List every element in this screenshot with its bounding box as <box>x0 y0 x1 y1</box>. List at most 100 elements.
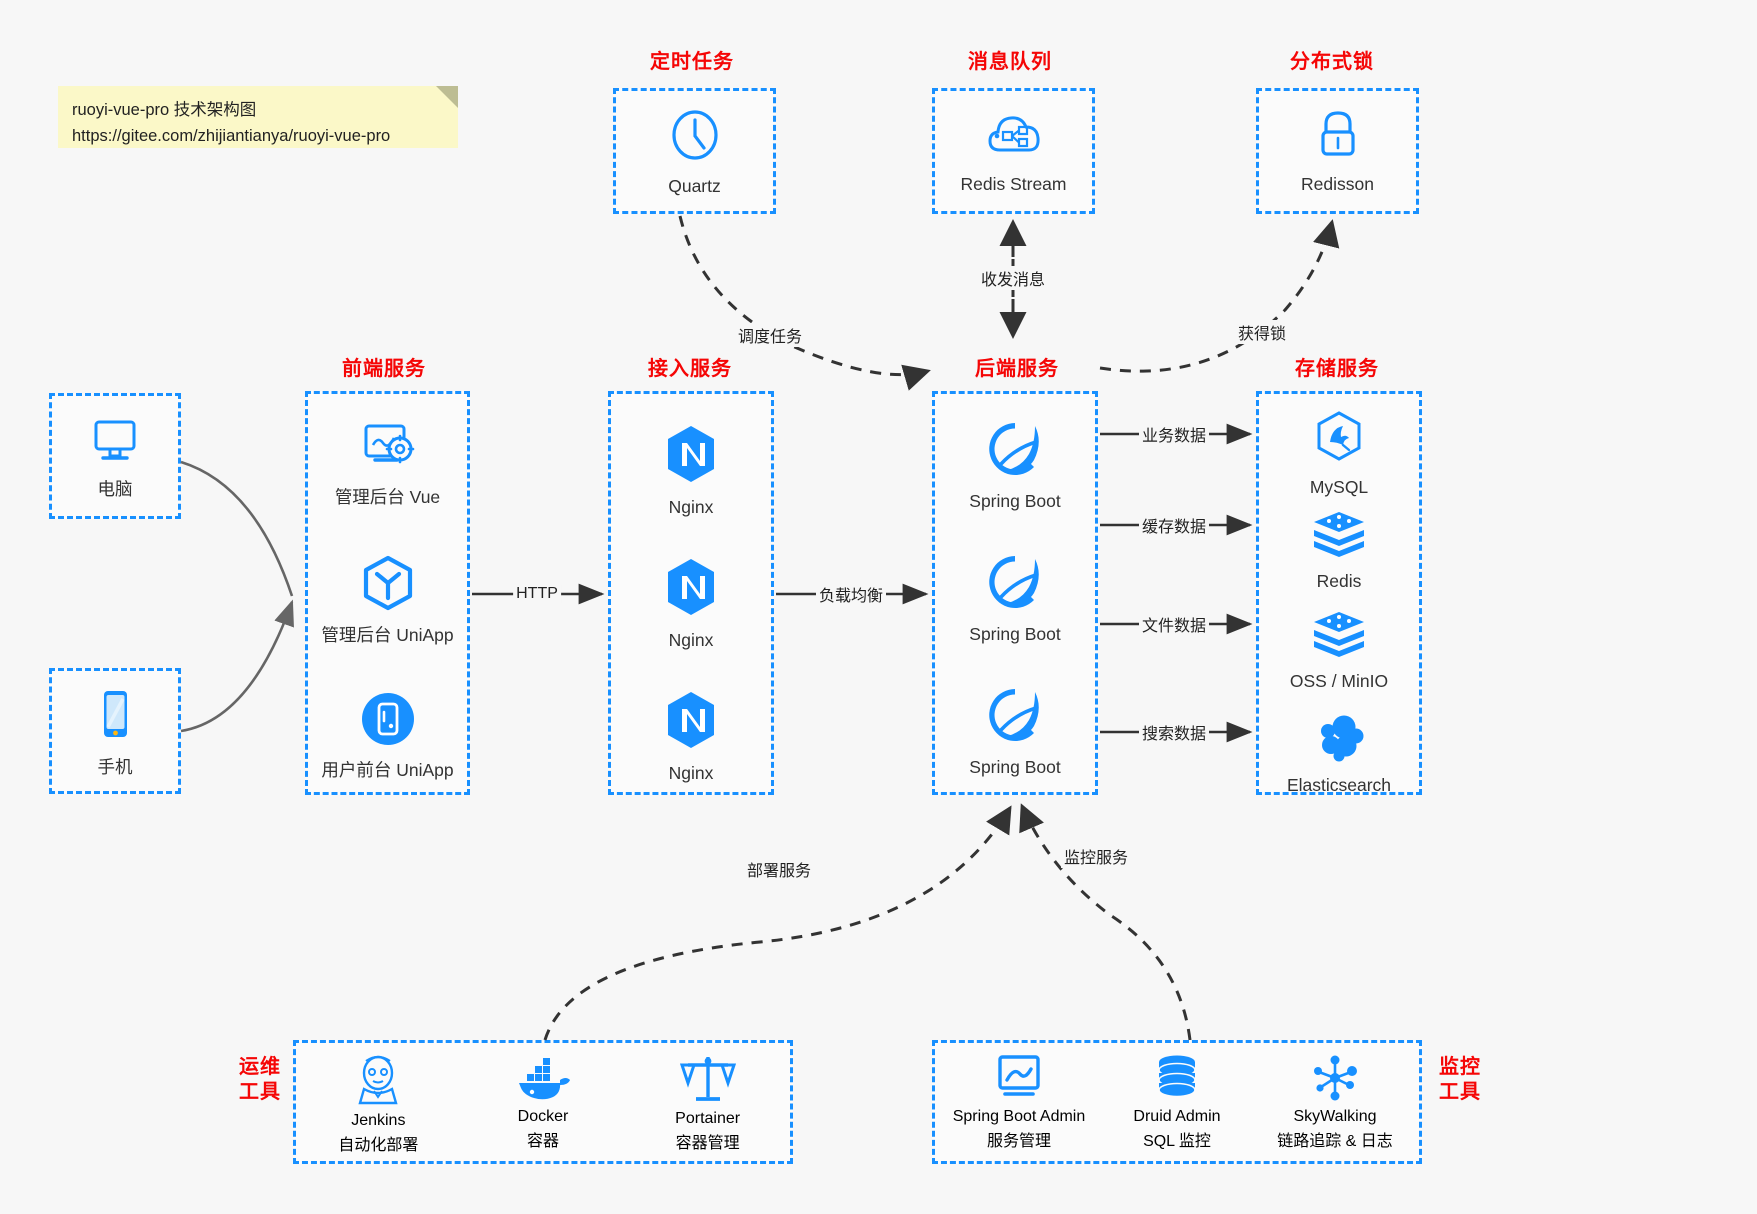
spring-boot-icon <box>986 686 1044 749</box>
node-oss-minio[interactable]: OSS / MinIO <box>1259 610 1419 694</box>
node-label: Redisson <box>1301 174 1374 194</box>
mysql-icon <box>1313 410 1365 469</box>
node-nginx-3[interactable]: Nginx <box>611 690 771 786</box>
spring-boot-icon <box>986 420 1044 483</box>
node-spring-boot-admin[interactable]: Spring Boot Admin 服务管理 <box>939 1053 1099 1151</box>
node-label: Jenkins <box>351 1112 406 1129</box>
group-title-gateway: 接入服务 <box>648 358 732 380</box>
edge-label-monitor-service: 监控服务 <box>1060 844 1132 868</box>
node-mysql[interactable]: MySQL <box>1259 410 1419 500</box>
node-quartz[interactable]: Quartz <box>616 107 773 199</box>
group-storage: MySQL Redis <box>1256 391 1422 795</box>
node-spring-boot-1[interactable]: Spring Boot <box>935 420 1095 514</box>
node-admin-uniapp[interactable]: 管理后台 UniApp <box>308 554 467 648</box>
nginx-icon <box>663 690 719 755</box>
node-label: Docker <box>517 1108 569 1125</box>
group-title-monitoring: 监控 工具 <box>1432 1055 1488 1105</box>
node-label: Quartz <box>668 176 721 196</box>
spring-boot-icon <box>986 553 1044 616</box>
node-label: Spring Boot <box>969 757 1061 777</box>
edge-phone-to-frontend <box>180 599 294 733</box>
node-label: Nginx <box>668 763 714 783</box>
node-redis[interactable]: Redis <box>1259 510 1419 594</box>
node-redisson[interactable]: Redisson <box>1259 107 1416 197</box>
node-elasticsearch[interactable]: Elasticsearch <box>1259 712 1419 798</box>
node-label: 管理后台 UniApp <box>321 625 454 645</box>
node-user-uniapp[interactable]: 用户前台 UniApp <box>308 691 467 783</box>
mobile-app-icon <box>360 691 416 752</box>
node-label: Nginx <box>668 630 714 650</box>
monitor-chart-icon <box>991 1053 1047 1108</box>
node-label: Redis <box>1316 571 1362 591</box>
node-pc[interactable]: 电脑 <box>52 416 178 502</box>
group-title-monitoring-line2: 工具 <box>1439 1081 1481 1103</box>
node-label: Spring Boot <box>969 624 1061 644</box>
node-spring-boot-2[interactable]: Spring Boot <box>935 553 1095 647</box>
docker-icon <box>514 1053 572 1108</box>
edge-acquire-lock <box>1099 219 1340 373</box>
node-label: Druid Admin <box>1133 1108 1221 1125</box>
group-frontend: 管理后台 Vue 管理后台 UniApp 用户前台 <box>305 391 470 795</box>
edge-label-business-data: 业务数据 <box>1138 422 1210 446</box>
node-label: 管理后台 Vue <box>334 487 441 507</box>
group-distributed-lock: Redisson <box>1256 88 1419 214</box>
jenkins-icon <box>352 1053 404 1112</box>
edge-label-acquire-lock: 获得锁 <box>1234 320 1290 344</box>
group-message-queue: Redis Stream <box>932 88 1095 214</box>
node-label: Portainer <box>675 1110 741 1127</box>
node-label: Spring Boot Admin <box>952 1108 1086 1125</box>
node-label: OSS / MinIO <box>1289 671 1389 691</box>
node-admin-vue[interactable]: 管理后台 Vue <box>308 420 467 510</box>
group-scheduled-task: Quartz <box>613 88 776 214</box>
group-title-distributed-lock: 分布式锁 <box>1290 51 1374 73</box>
edge-pc-to-frontend <box>180 460 294 597</box>
node-label: Elasticsearch <box>1286 775 1392 795</box>
node-redis-stream[interactable]: Redis Stream <box>935 107 1092 197</box>
group-gateway: Nginx Nginx Nginx <box>608 391 774 795</box>
node-docker[interactable]: Docker 容器 <box>468 1053 618 1155</box>
group-title-storage: 存储服务 <box>1295 358 1379 380</box>
node-nginx-1[interactable]: Nginx <box>611 424 771 520</box>
node-nginx-2[interactable]: Nginx <box>611 557 771 653</box>
node-skywalking[interactable]: SkyWalking 链路追踪 & 日志 <box>1255 1053 1415 1151</box>
edge-label-search-data: 搜索数据 <box>1138 720 1210 744</box>
group-client-phone: 手机 <box>49 668 181 794</box>
group-devops: Jenkins 自动化部署 Docke <box>293 1040 793 1164</box>
group-title-devops-line1: 运维 <box>239 1056 281 1078</box>
node-label: Redis Stream <box>960 174 1067 194</box>
group-backend: Spring Boot Spring Boot Spring Boot <box>932 391 1098 795</box>
edge-label-load-balance: 负载均衡 <box>815 582 887 606</box>
redis-icon <box>1311 510 1367 563</box>
scales-icon <box>679 1053 736 1110</box>
node-sublabel: 容器 <box>526 1133 559 1150</box>
note-fold-icon <box>436 86 458 108</box>
edge-deploy-service <box>543 805 1012 1041</box>
node-portainer[interactable]: Portainer 容器管理 <box>633 1053 783 1155</box>
node-label: Nginx <box>668 497 714 517</box>
mobile-icon <box>93 688 137 749</box>
edge-label-http: HTTP <box>513 585 561 603</box>
node-druid-admin[interactable]: Druid Admin SQL 监控 <box>1107 1053 1247 1151</box>
node-jenkins[interactable]: Jenkins 自动化部署 <box>303 1053 453 1155</box>
group-title-monitoring-line1: 监控 <box>1439 1056 1481 1078</box>
node-label: Spring Boot <box>969 491 1061 511</box>
node-spring-boot-3[interactable]: Spring Boot <box>935 686 1095 780</box>
group-monitoring: Spring Boot Admin 服务管理 Druid Admin <box>932 1040 1422 1164</box>
node-phone[interactable]: 手机 <box>52 688 178 780</box>
node-sublabel: SQL 监控 <box>1143 1133 1211 1150</box>
uniapp-cube-icon <box>360 554 416 617</box>
clock-icon <box>667 107 723 168</box>
edge-schedule-task <box>678 215 931 391</box>
node-label: 手机 <box>97 757 133 777</box>
database-icon <box>1152 1053 1202 1108</box>
group-title-frontend: 前端服务 <box>342 358 426 380</box>
node-label: 用户前台 UniApp <box>321 760 454 780</box>
skywalking-icon <box>1308 1053 1362 1108</box>
redis-icon <box>1311 610 1367 663</box>
node-label: MySQL <box>1309 477 1369 497</box>
group-title-devops: 运维 工具 <box>232 1055 288 1105</box>
group-client-pc: 电脑 <box>49 393 181 519</box>
edge-label-send-recv-msg: 收发消息 <box>977 266 1049 290</box>
